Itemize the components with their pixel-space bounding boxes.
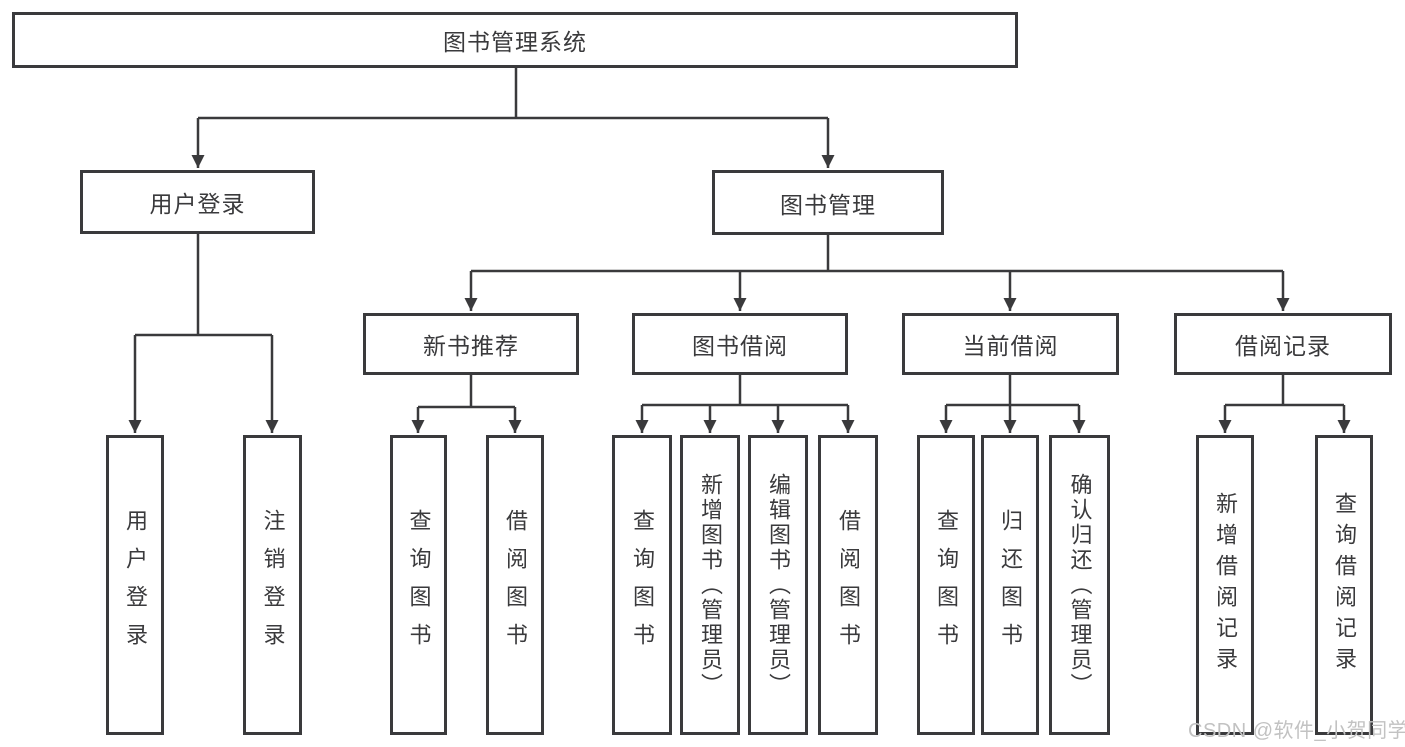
node-leaf-user-login: 用户登录 <box>106 435 164 735</box>
node-current-borrowing-label: 当前借阅 <box>962 333 1059 359</box>
connector-group <box>128 68 1351 433</box>
node-leaf-query-borrow-record: 查询借阅记录 <box>1315 435 1373 735</box>
node-leaf-borrow-books-label: 借阅图书 <box>836 509 861 661</box>
node-book-management-label: 图书管理 <box>780 191 876 218</box>
node-leaf-edit-books-admin: 编辑图书（管理员） <box>748 435 808 735</box>
node-leaf-query-books-borrow: 查询图书 <box>612 435 672 735</box>
node-user-login-label: 用户登录 <box>149 191 246 217</box>
node-leaf-borrow-books: 借阅图书 <box>818 435 878 735</box>
node-new-book-recommend: 新书推荐 <box>363 313 579 375</box>
node-leaf-add-borrow-record-label: 新增借阅记录 <box>1213 492 1238 678</box>
node-leaf-return-books-label: 归还图书 <box>998 509 1023 661</box>
node-borrowing-records-label: 借阅记录 <box>1235 333 1331 359</box>
node-leaf-add-books-admin: 新增图书（管理员） <box>680 435 740 735</box>
node-borrowing-records: 借阅记录 <box>1174 313 1392 375</box>
node-leaf-borrow-books-recommend-label: 借阅图书 <box>503 509 528 661</box>
node-leaf-logout-label: 注销登录 <box>260 509 286 661</box>
node-library-management-system: 图书管理系统 <box>12 12 1018 68</box>
node-leaf-add-borrow-record: 新增借阅记录 <box>1196 435 1254 735</box>
node-leaf-user-login-label: 用户登录 <box>123 509 148 661</box>
node-leaf-logout: 注销登录 <box>243 435 302 735</box>
node-book-borrowing: 图书借阅 <box>632 313 848 375</box>
node-leaf-return-books: 归还图书 <box>981 435 1039 735</box>
node-current-borrowing: 当前借阅 <box>902 313 1119 375</box>
node-book-management: 图书管理 <box>712 170 944 235</box>
node-leaf-query-books-recommend-label: 查询图书 <box>406 509 432 661</box>
node-leaf-add-books-admin-label: 新增图书（管理员） <box>698 472 723 698</box>
node-leaf-query-books-current-label: 查询图书 <box>934 509 959 661</box>
node-leaf-query-books-recommend: 查询图书 <box>390 435 447 735</box>
node-leaf-confirm-return-admin: 确认归还（管理员） <box>1049 435 1110 735</box>
node-library-management-system-label: 图书管理系统 <box>443 29 587 55</box>
node-leaf-query-books-current: 查询图书 <box>917 435 975 735</box>
node-leaf-borrow-books-recommend: 借阅图书 <box>486 435 544 735</box>
csdn-watermark: CSDN @软件_小贺同学 <box>1188 720 1405 742</box>
node-leaf-query-books-borrow-label: 查询图书 <box>630 509 655 661</box>
node-user-login: 用户登录 <box>80 170 315 234</box>
node-leaf-confirm-return-admin-label: 确认归还（管理员） <box>1067 472 1093 698</box>
node-leaf-edit-books-admin-label: 编辑图书（管理员） <box>766 472 791 698</box>
node-leaf-query-borrow-record-label: 查询借阅记录 <box>1332 492 1357 678</box>
node-new-book-recommend-label: 新书推荐 <box>423 333 519 359</box>
node-book-borrowing-label: 图书借阅 <box>692 333 788 359</box>
